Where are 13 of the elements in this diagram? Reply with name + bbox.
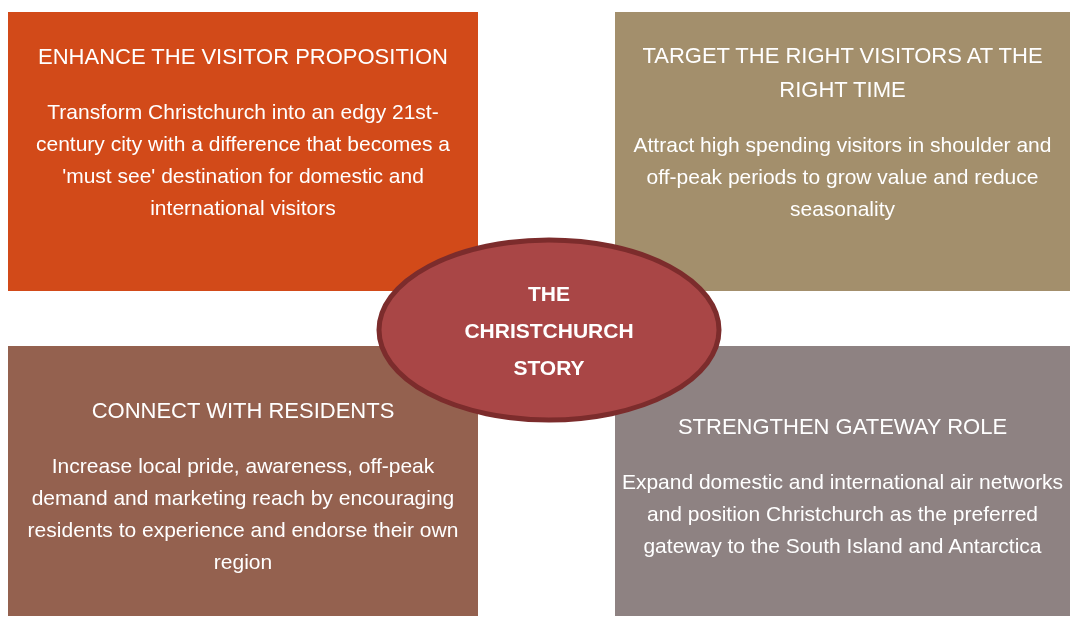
strategy-box (615, 346, 1070, 616)
strategy-box (615, 12, 1070, 291)
box-heading: CONNECT WITH RESIDENTS (91, 397, 395, 425)
box-heading: STRENGTHEN GATEWAY ROLE (677, 413, 1008, 441)
box-body: Transform Christchurch into an edgy 21st-century city with a difference that becomes a 'must see' destination for domestic and international visitors (35, 98, 451, 221)
box-heading: TARGET THE RIGHT VISITORS AT THE RIGHT TIME (641, 41, 1044, 104)
box-body: Increase local pride, awareness, off-peak demand and marketing reach by encouraging residents to experience and endorse their own region (26, 453, 460, 575)
box-heading: ENHANCE THE VISITOR PROPOSITION (38, 42, 448, 71)
box-body: Attract high spending visitors in shoulder and off-peak periods to grow value and reduce seasonality (632, 131, 1053, 222)
strategy-box (8, 12, 478, 291)
strategy-box (8, 346, 478, 616)
center-title: THE CHRISTCHURCH STORY (463, 280, 635, 381)
box-body: Expand domestic and international air networks and position Christchurch as the preferred gateway to the South Island and Antarctica (621, 469, 1064, 559)
